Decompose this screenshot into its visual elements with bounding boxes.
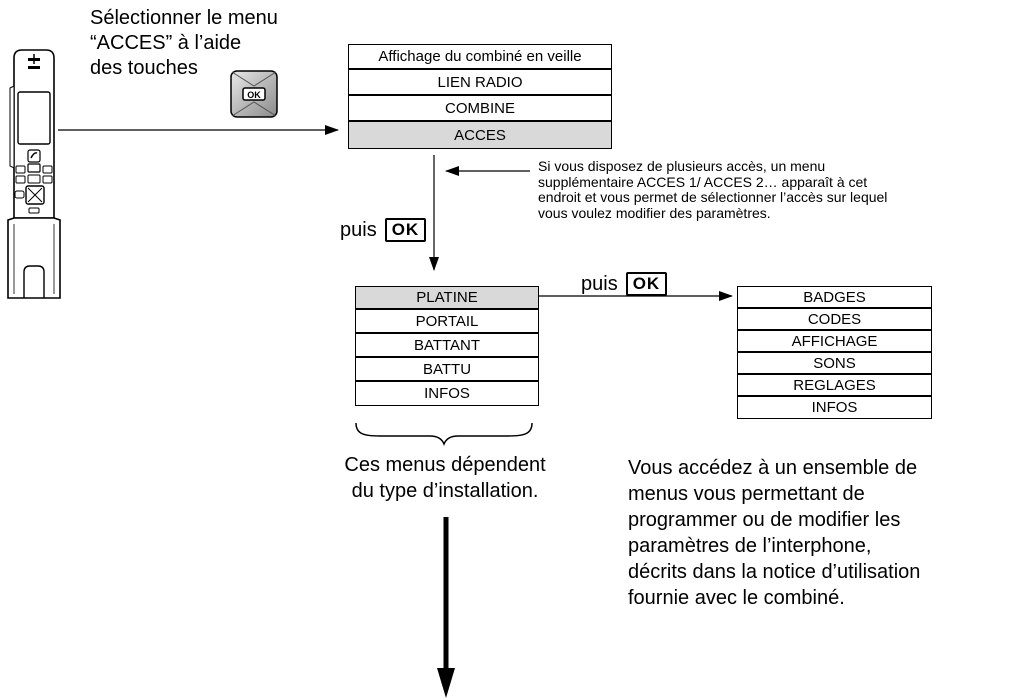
menu-item-lien-radio[interactable]: LIEN RADIO (349, 70, 611, 95)
intro-line-1: Sélectionner le menu (90, 7, 278, 29)
menu-separator (356, 309, 538, 310)
access-description: Vous accédez à un ensemble de menus vous… (628, 455, 1008, 611)
note-line-2: supplémentaire ACCES 1/ ACCES 2… apparaî… (538, 173, 868, 190)
menu-item-infos[interactable]: INFOS (424, 385, 470, 402)
desc-line-5: décrits dans la notice d’utilisation (628, 561, 921, 583)
menu-item-affichage[interactable]: AFFICHAGE (738, 331, 931, 352)
menu-separator (738, 352, 931, 353)
desc-line-2: menus vous permettant de (628, 483, 865, 505)
menu-item-standby-display[interactable]: Affichage du combiné en veille (349, 45, 611, 69)
menu-separator (738, 396, 931, 397)
menu-separator (738, 330, 931, 331)
menu-item-battu[interactable]: BATTU (356, 358, 538, 381)
ok-key-icon: OK (384, 218, 427, 242)
menu-item-combine[interactable]: COMBINE (349, 96, 611, 121)
note-line-4: vous voulez modifier des paramètres. (538, 204, 771, 221)
then-label: puis (340, 218, 377, 241)
installation-caption: Ces menus dépendent du type d’installati… (310, 452, 580, 504)
menu-separator (356, 333, 538, 334)
menu-separator (738, 308, 931, 309)
caption-line-1: Ces menus dépendent (344, 454, 546, 476)
access-settings-menu: BADGES CODES AFFICHAGE SONS REGLAGES INF… (737, 286, 932, 419)
menu-item-acces[interactable]: ACCES (349, 122, 611, 148)
menu-separator (738, 374, 931, 375)
continue-arrow-head (437, 668, 455, 698)
menu-item-sons[interactable]: SONS (738, 353, 931, 374)
menu-separator (349, 69, 611, 70)
main-menu: Affichage du combiné en veille LIEN RADI… (348, 44, 612, 149)
menu-item-battant[interactable]: BATTANT (356, 334, 538, 357)
menu-separator (356, 381, 538, 382)
intro-line-2: “ACCES” à l’aide (90, 32, 242, 54)
menu-separator (349, 121, 611, 122)
desc-line-6: fournie avec le combiné. (628, 587, 845, 609)
menu-separator (356, 357, 538, 358)
then-label: puis (581, 272, 618, 295)
handset-illustration (7, 49, 61, 299)
menu-item-infos[interactable]: INFOS (811, 399, 858, 416)
caption-line-2: du type d’installation. (351, 480, 539, 502)
menu-item-platine[interactable]: PLATINE (356, 287, 538, 309)
intro-line-3: des touches (90, 57, 198, 79)
installation-menu: PLATINE PORTAIL BATTANT BATTU INFOS (355, 286, 539, 406)
then-ok-step-2: puis OK (581, 272, 668, 296)
menu-item-reglages[interactable]: REGLAGES (738, 375, 931, 396)
menu-separator (349, 95, 611, 96)
navigation-key-label: OK (247, 90, 261, 100)
note-line-1: Si vous disposez de plusieurs accès, un … (538, 158, 826, 174)
install-menu-brace (355, 422, 533, 447)
navigation-key-icon: OK (230, 70, 278, 118)
desc-line-1: Vous accédez à un ensemble de (628, 457, 918, 479)
menu-item-portail[interactable]: PORTAIL (356, 310, 538, 333)
menu-item-badges[interactable]: BADGES (738, 287, 931, 308)
then-ok-step-1: puis OK (340, 218, 427, 242)
desc-line-3: programmer ou de modifier les (628, 509, 901, 531)
note-line-3: endroit et vous permet de sélectionner l… (538, 189, 888, 205)
desc-line-4: paramètres de l’interphone, (628, 535, 872, 557)
menu-item-codes[interactable]: CODES (738, 309, 931, 330)
multiple-access-note: Si vous disposez de plusieurs accès, un … (538, 158, 1008, 221)
intro-text: Sélectionner le menu “ACCES” à l’aide de… (90, 6, 350, 81)
ok-key-icon: OK (625, 272, 668, 296)
